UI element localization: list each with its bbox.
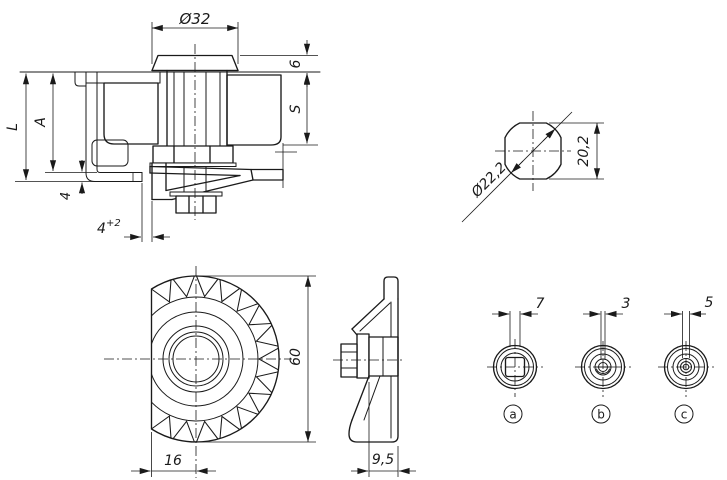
variant-a-badge <box>503 404 523 424</box>
dim-offset-tolerance: +2 <box>106 218 121 229</box>
knob-side-dimensions: 9,5 <box>351 382 416 477</box>
dim-knob-diameter: 60 <box>288 348 304 366</box>
dim-grip-length: S <box>288 104 304 113</box>
friction-insert-section <box>91 139 129 167</box>
knurled-grip-left-section <box>103 82 159 145</box>
dim-cap-height: 6 <box>288 59 304 68</box>
dim-drive-a: 7 <box>536 296 545 312</box>
housing-tab-section <box>74 71 87 87</box>
section-dimensions: Ø32 6 S L A 4 4 +2 <box>5 10 318 242</box>
dim-plate-thickness: 4 <box>59 192 74 200</box>
dim-cutout-across-flats: 20,2 <box>576 135 592 166</box>
dim-hub-width: 9,5 <box>372 452 394 468</box>
variant-a-label: a <box>509 408 516 422</box>
lock-nut-section <box>169 191 223 214</box>
dim-inner-length: A <box>33 117 49 128</box>
variant-a: 7 a <box>487 296 545 424</box>
hex-nut-section <box>149 145 237 167</box>
variant-c-badge <box>674 404 694 424</box>
knob-front-dimensions: 60 16 <box>131 275 316 477</box>
dim-drive-c: 5 <box>705 295 714 311</box>
side-lower-arm <box>351 375 370 421</box>
dim-flat-to-center: 16 <box>164 453 182 469</box>
cutout-view: Ø22,2 20,2 <box>461 111 604 223</box>
screw-stem-section <box>166 69 228 197</box>
variant-c: 5 c <box>658 295 714 424</box>
knob-side-view: 9,5 <box>333 276 416 477</box>
side-washer <box>356 333 370 379</box>
side-upper-arm <box>351 298 385 330</box>
variant-b-badge <box>591 404 611 424</box>
dim-total-length: L <box>5 123 21 131</box>
knurled-grip-right-section <box>226 74 282 146</box>
drive-variants-view: 7 a 3 b <box>487 295 714 424</box>
variant-b-label: b <box>597 408 605 422</box>
section-view: Ø32 6 S L A 4 4 +2 <box>5 10 321 242</box>
housing-wall-section <box>85 71 143 182</box>
dim-cap-diameter: Ø32 <box>179 10 211 28</box>
variant-b: 3 b <box>575 296 631 424</box>
knurl-pattern <box>151 275 279 443</box>
side-top-hook <box>383 276 399 300</box>
knob-front-view: 60 16 <box>104 266 316 478</box>
side-hex-nut <box>340 343 358 378</box>
variant-c-label: c <box>681 408 688 422</box>
dim-drive-b: 3 <box>622 296 631 312</box>
dim-offset-base: 4 <box>97 221 106 237</box>
